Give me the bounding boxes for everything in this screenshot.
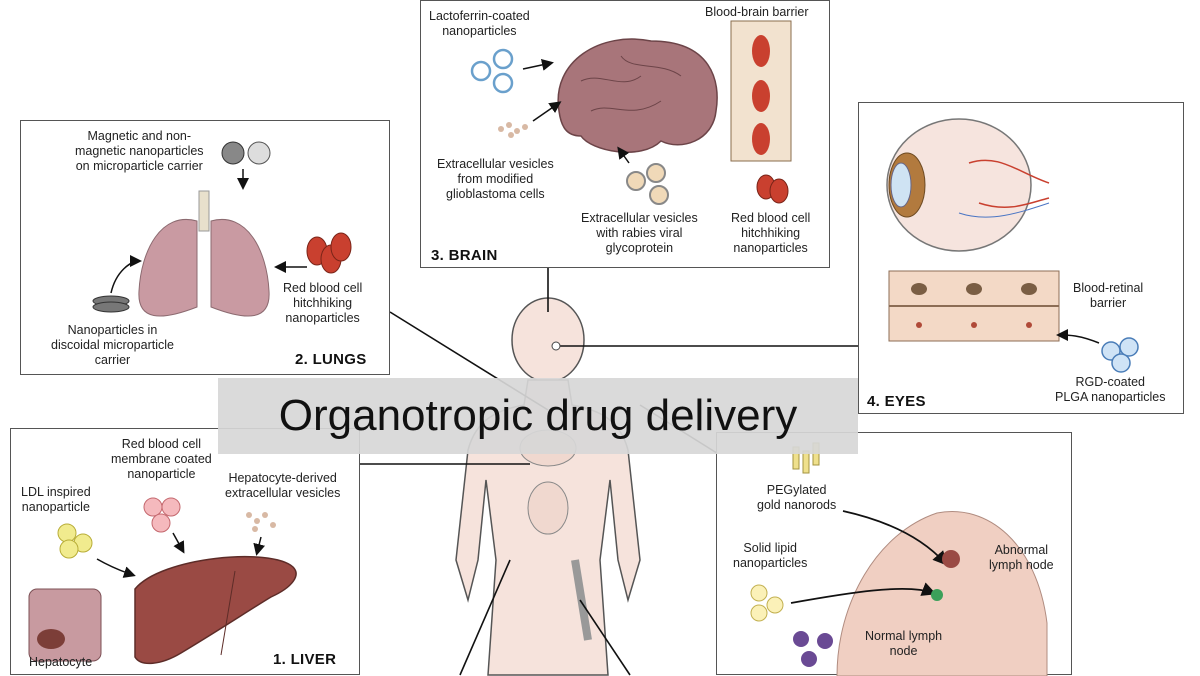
solid-lipid-nanoparticle-icons [750,584,784,622]
magnetic-particle-icon [221,141,245,165]
liver-icon [134,555,297,665]
discoidal-carrier-icon [92,295,130,313]
eyes-illustration [886,118,1139,373]
lungs-illustration [92,141,352,317]
rbc-hitchhiking-icon [306,232,352,274]
ldl-nanoparticle-icons [57,523,93,559]
glioblastoma-vesicle-icons [498,122,528,138]
hepatocyte-cell-icon [28,588,102,662]
right-lung-icon [210,219,270,317]
hepatocyte-ev-icons [246,512,276,532]
normal-lymph-node-icon [931,589,943,601]
brain-illustration [470,20,792,205]
rabies-vesicle-icons [626,163,669,205]
brain-rbc-icon [756,174,789,204]
gold-nanorod-icons [792,442,820,474]
purple-particle-icons [793,631,833,667]
lactoferrin-nanoparticle-icons [470,48,514,94]
figure-femur-shape [571,559,592,641]
liver-title: 1. LIVER [273,651,337,668]
rgd-plga-nanoparticle-icons [1101,337,1139,373]
figure-liver-shape [527,481,569,535]
title-banner: Organotropic drug delivery [218,378,858,454]
liver-hepatocyte-label: Hepatocyte [29,655,93,669]
eyes-title: 4. EYES [867,393,926,410]
left-lung-icon [138,219,198,317]
lymph-illustration [750,442,1048,676]
lungs-title: 2. LUNGS [295,351,367,368]
eyeball-icon [886,118,1032,252]
brain-title: 3. BRAIN [431,247,498,264]
rbc-membrane-nanoparticle-icons [143,497,181,533]
nonmagnetic-particle-icon [247,141,271,165]
brain-bbb-label: Blood-brain barrier [705,5,809,19]
brain-icon [557,38,718,153]
abnormal-lymph-node-icon [942,550,960,568]
liver-illustration [28,497,297,665]
